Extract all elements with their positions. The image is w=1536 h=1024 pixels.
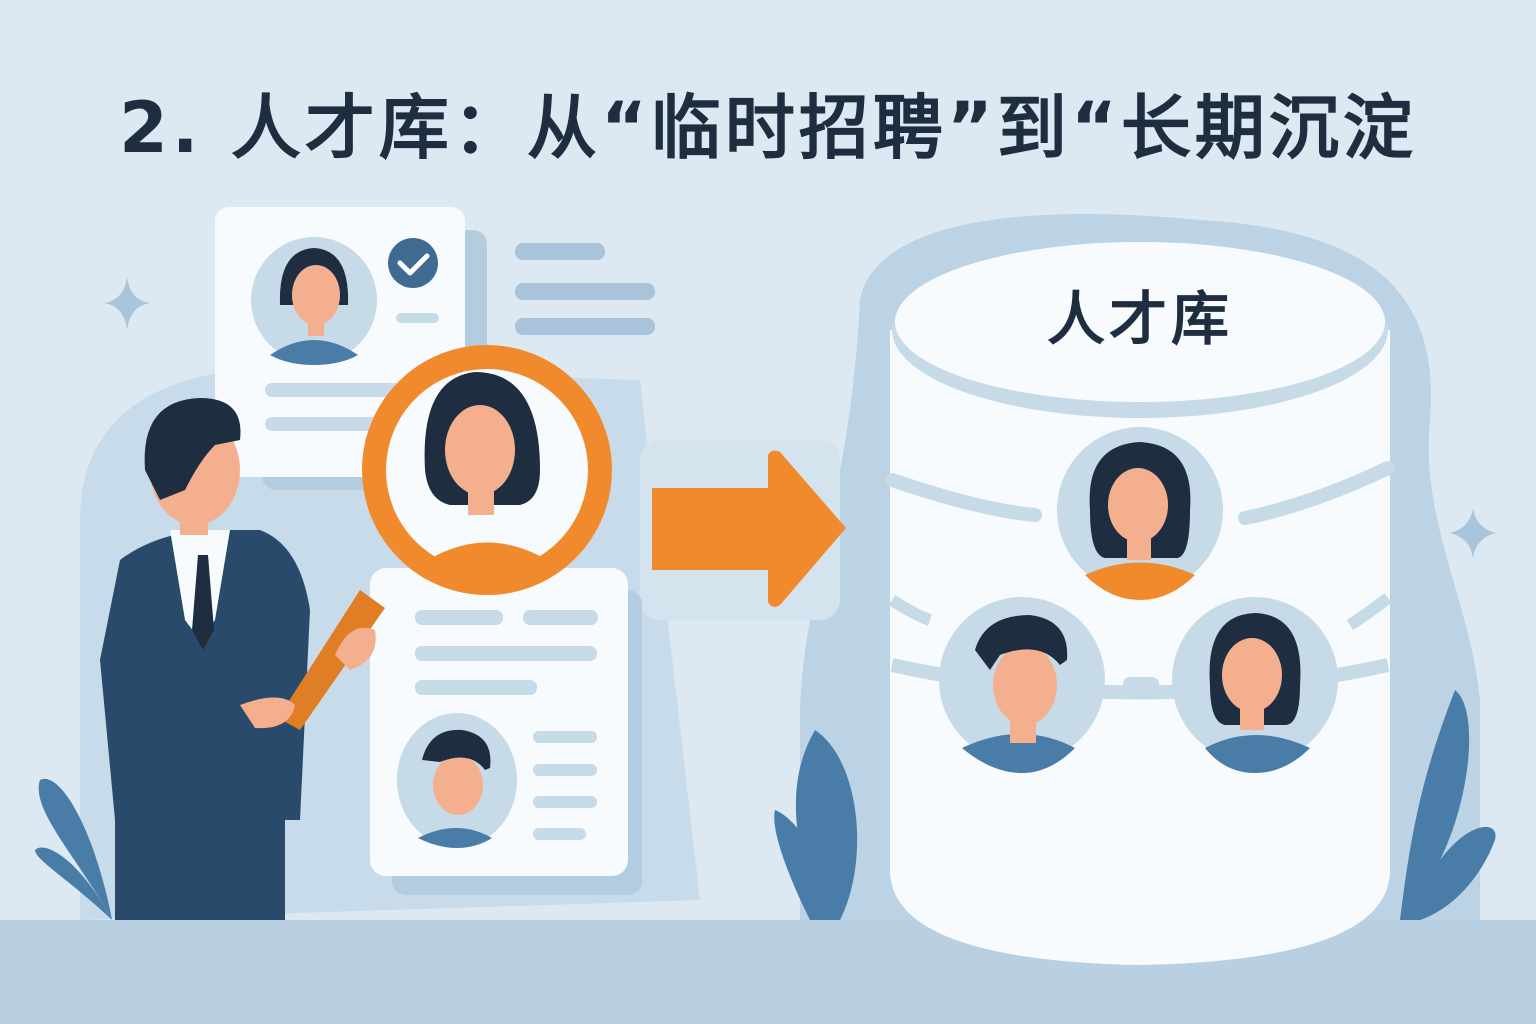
- plant-right: [774, 690, 1496, 920]
- profile-avatar-top: [1057, 427, 1223, 600]
- sparkle-icon: [1450, 508, 1496, 558]
- profile-avatar-left: [939, 597, 1105, 773]
- check-badge-icon: [388, 238, 438, 288]
- arrow-right-icon: [652, 450, 846, 607]
- sparkle-icon: [104, 277, 150, 330]
- talent-database: [885, 242, 1395, 965]
- recruiter: [100, 398, 310, 920]
- magnifying-glass-icon: [240, 345, 612, 730]
- page-title: 2. 人才库：从“临时招聘”到“长期沉淀: [119, 87, 1417, 169]
- profile-avatar-right: [1172, 597, 1338, 773]
- database-label: 人才库: [1046, 285, 1233, 353]
- plant-left: [35, 778, 112, 920]
- resume-card-bottom: [370, 568, 642, 895]
